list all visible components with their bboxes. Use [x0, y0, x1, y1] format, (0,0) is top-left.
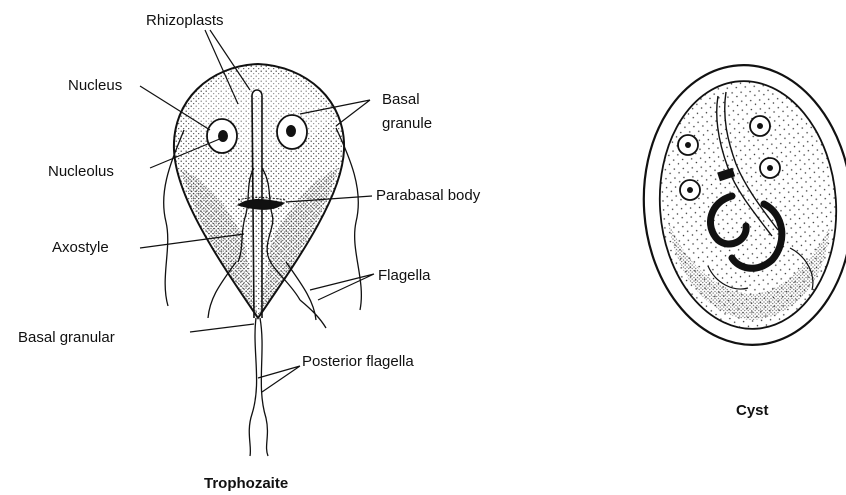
label-rhizoplasts: Rhizoplasts — [146, 12, 224, 29]
label-nucleus: Nucleus — [68, 77, 122, 94]
label-basal-granule-1: Basal — [382, 91, 420, 108]
left-nucleolus — [218, 130, 228, 142]
caption-trophozoite: Trophozaite — [204, 475, 288, 492]
label-posterior-flagella: Posterior flagella — [302, 353, 414, 370]
label-nucleolus: Nucleolus — [48, 163, 114, 180]
cyst-figure — [634, 58, 846, 352]
label-basal-granular: Basal granular — [18, 329, 115, 346]
trophozoite-figure — [164, 64, 362, 456]
label-flagella: Flagella — [378, 267, 431, 284]
label-basal-granule-2: granule — [382, 115, 432, 132]
right-nucleolus — [286, 125, 296, 137]
label-axostyle: Axostyle — [52, 239, 109, 256]
label-parabasal-body: Parabasal body — [376, 187, 481, 204]
caption-cyst: Cyst — [736, 402, 769, 419]
posterior-flagella — [249, 318, 268, 456]
